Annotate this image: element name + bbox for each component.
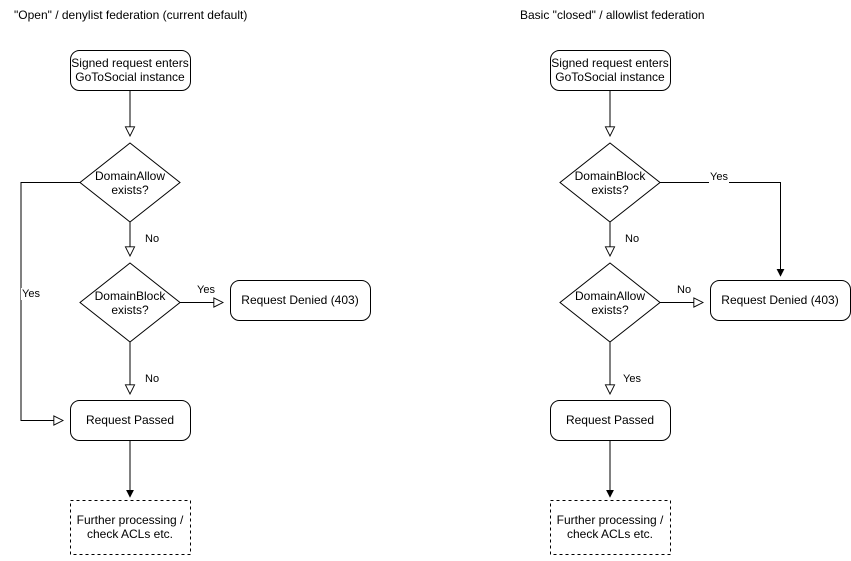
right-passed-node[interactable]	[550, 400, 670, 440]
right-decision-2-node[interactable]	[560, 263, 660, 342]
left-decision-2-node[interactable]	[80, 263, 180, 342]
left-decision-1-node[interactable]	[80, 143, 180, 222]
right-edge-label-allow-yes: Yes	[622, 373, 642, 385]
left-further-node[interactable]	[70, 500, 190, 554]
left-edge-decision1-yes-loop	[20, 182, 80, 421]
right-edge-label-block-yes: Yes	[709, 171, 729, 183]
left-denied-box	[230, 280, 371, 321]
left-edge-label-block-yes: Yes	[196, 284, 216, 296]
right-edge-label-allow-no: No	[676, 284, 693, 296]
right-further-node[interactable]	[550, 500, 670, 554]
left-start-node[interactable]	[70, 50, 190, 90]
right-denied-node[interactable]	[710, 280, 850, 320]
left-edge-label-block-no: No	[144, 373, 161, 385]
right-edge-decision1-yes-to-denied	[660, 182, 785, 277]
right-decision-1-node[interactable]	[560, 143, 660, 222]
right-column-title: Basic "closed" / allowlist federation	[520, 8, 705, 22]
left-denied-node[interactable]	[230, 280, 370, 320]
left-passed-node[interactable]	[70, 400, 190, 440]
left-edge-label-allow-no: No	[144, 233, 161, 245]
right-further-box	[550, 500, 671, 555]
left-column-title: "Open" / denylist federation (current de…	[14, 8, 248, 22]
left-edge-label-allow-yes: Yes	[21, 288, 41, 300]
right-start-node[interactable]	[550, 50, 670, 90]
right-edge-label-block-no: No	[624, 233, 641, 245]
left-further-box	[70, 500, 191, 555]
